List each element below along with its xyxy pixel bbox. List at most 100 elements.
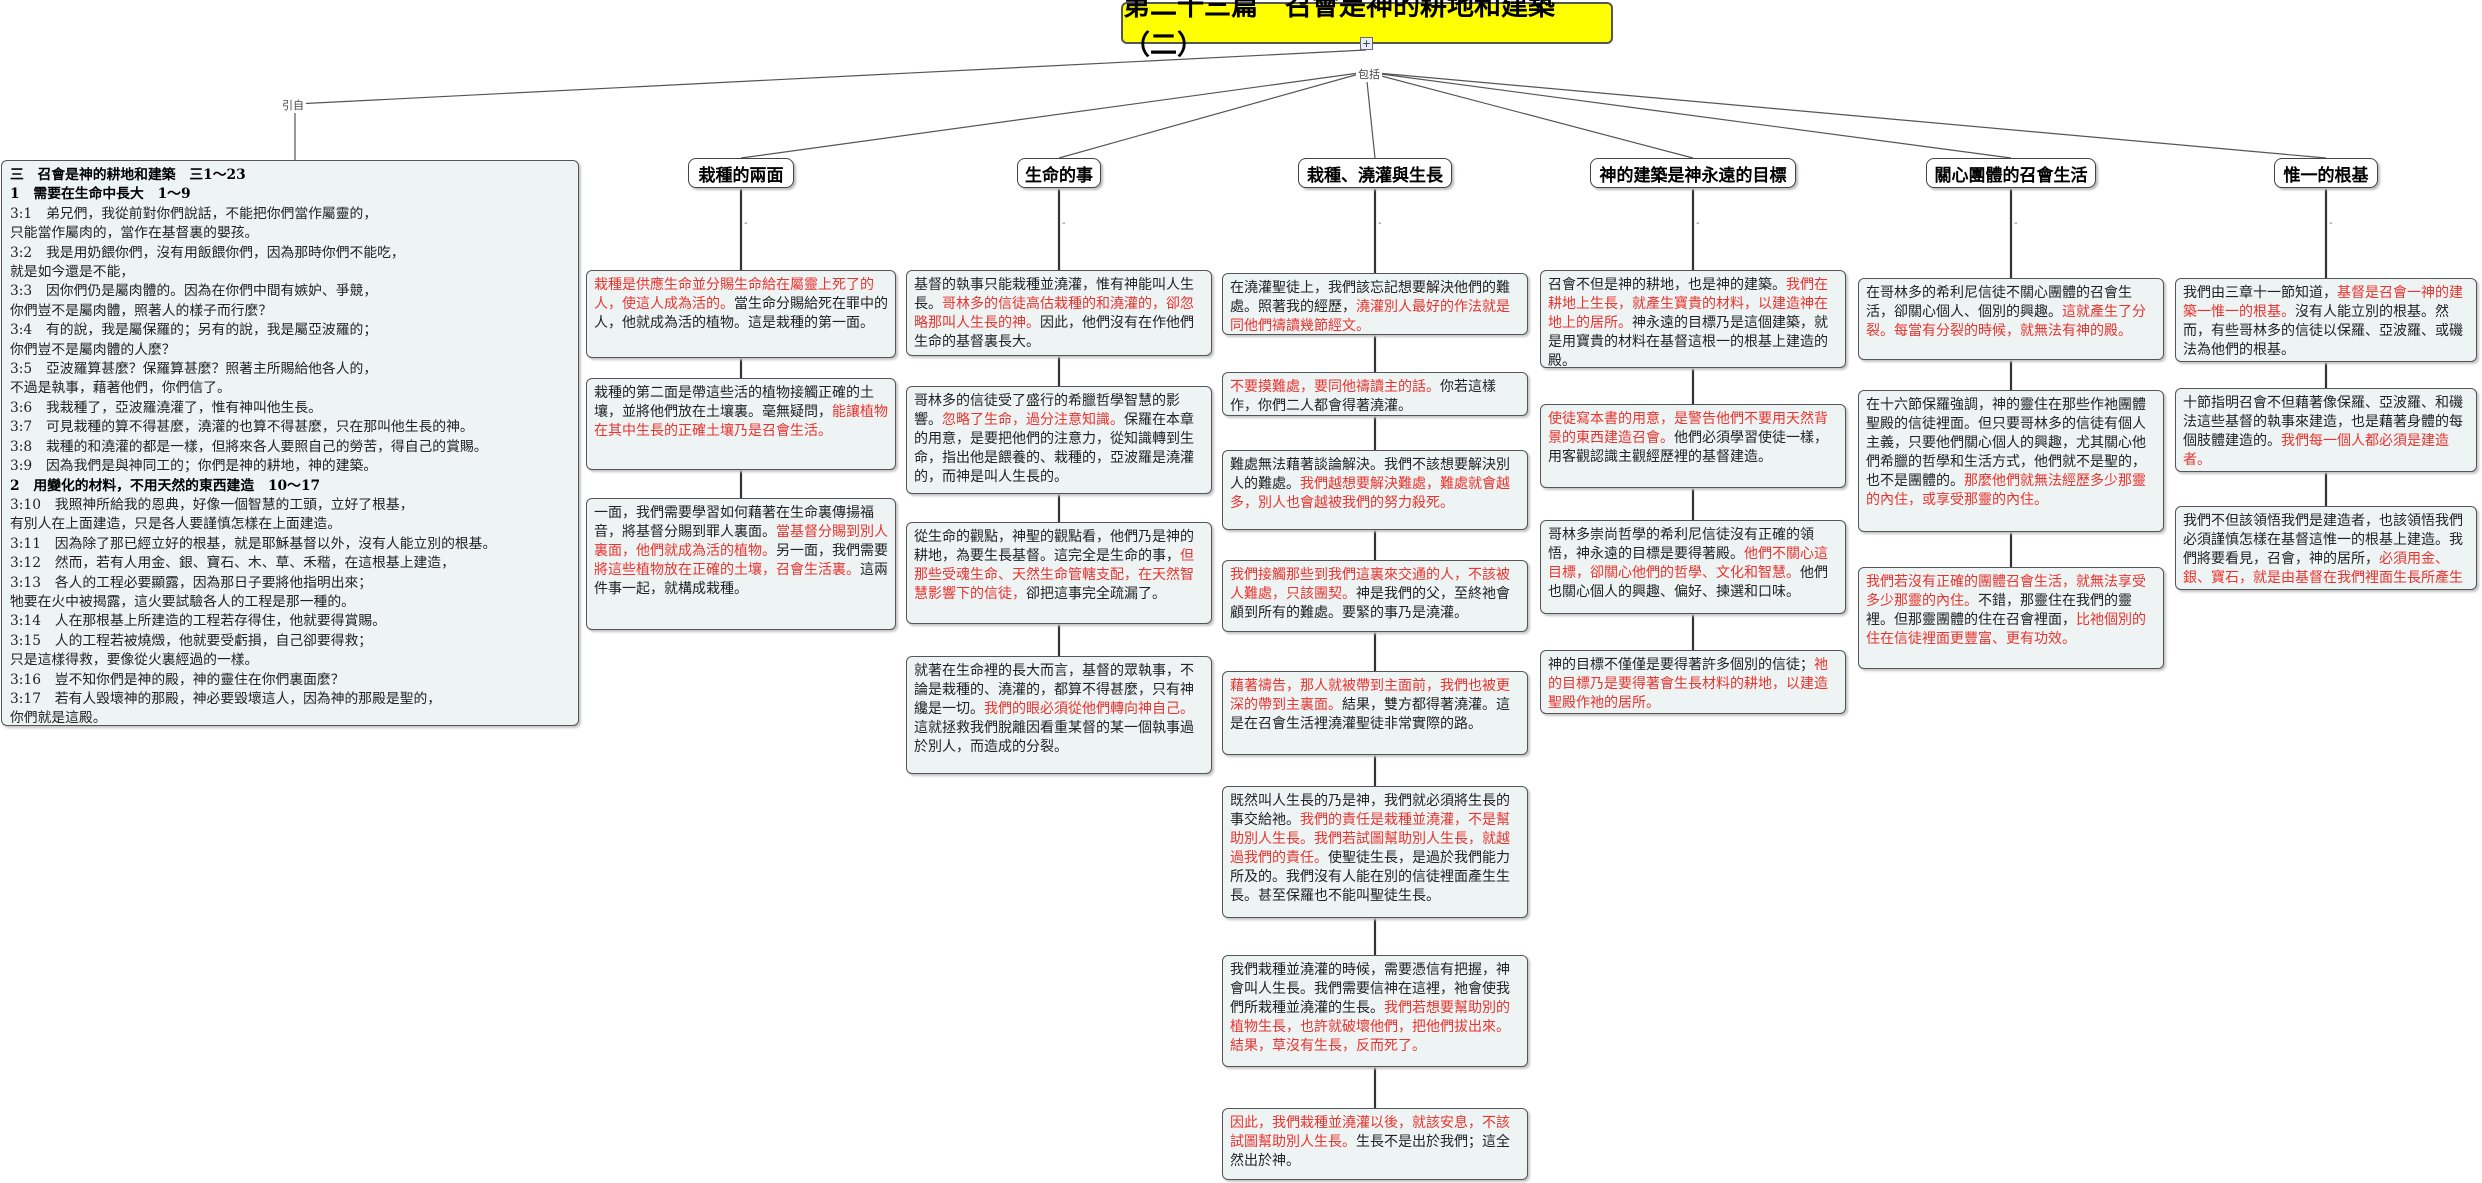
highlight-text: 我們若沒有正確的團體召會生活，就無法享受多少那靈的內住。 bbox=[1866, 574, 2146, 609]
note-card[interactable]: 既然叫人生長的乃是神，我們就必須將生長的事交給祂。我們的責任是栽種並澆灌，不是幫… bbox=[1222, 786, 1528, 918]
scripture-line: 只是這樣得救，要像從火裏經過的一樣。 bbox=[10, 652, 259, 669]
note-card[interactable]: 召會不但是神的耕地，也是神的建築。我們在耕地上生長，就產生寶貴的材料，以建造神在… bbox=[1540, 270, 1846, 368]
connector-line bbox=[1365, 71, 2327, 159]
scripture-line: 3:14 人在那根基上所建造的工程若存得住，他就要得賞賜。 bbox=[10, 613, 386, 630]
note-text: 召會不但是神的耕地，也是神的建築。 bbox=[1548, 277, 1786, 293]
note-text: 結果，雙方都得著澆灌。這是在召會生活裡澆灌聖徒非常實際的路。 bbox=[1230, 697, 1510, 732]
highlight-text: 當基督分賜到別人裏面，他們就成為活的植物。 bbox=[594, 524, 888, 559]
collapse-icon[interactable]: - bbox=[744, 218, 748, 229]
note-text: 既然叫人生長的乃是神，我們就必須將生長的事交給祂。 bbox=[1230, 793, 1510, 828]
highlight-text: 忽略了生命，過分注意知識。 bbox=[942, 412, 1124, 428]
note-card[interactable]: 我們接觸那些到我們這裏來交通的人，不該被人難處，只該團契。神是我們的父，至終祂會… bbox=[1222, 560, 1528, 632]
highlight-text: 這就產生了分裂。每當有分裂的時候，就無法有神的殿。 bbox=[1866, 304, 2146, 339]
note-card[interactable]: 在澆灌聖徒上，我們該忘記想要解決他們的難處。照著我的經歷，澆灌別人最好的作法就是… bbox=[1222, 273, 1528, 335]
note-card[interactable]: 基督的執事只能栽種並澆灌，惟有神能叫人生長。哥林多的信徒高估栽種的和澆灌的，卻忽… bbox=[906, 270, 1212, 356]
connector-line bbox=[1365, 71, 1376, 159]
highlight-text: 澆灌別人最好的作法就是同他們禱讀幾節經文。 bbox=[1230, 299, 1510, 334]
note-card[interactable]: 從生命的觀點，神聖的觀點看，他們乃是神的耕地，為要生長基督。這完全是生命的事，但… bbox=[906, 522, 1212, 624]
scripture-line: 你們就是這殿。 bbox=[10, 710, 107, 726]
highlight-text: 我們的責任是栽種並澆灌，不是幫助別人生長。我們若試圖幫助別人生長，就越過我們的責… bbox=[1230, 812, 1510, 866]
highlight-text: 他們不關心這目標，卻關心他們的哲學、文化和智慧。 bbox=[1548, 546, 1828, 581]
scripture-line: 只能當作屬肉的，當作在基督裏的嬰孩。 bbox=[10, 225, 259, 242]
scripture-line: 3:4 有的說，我是屬保羅的；另有的說，我是屬亞波羅的； bbox=[10, 322, 378, 339]
note-text: 一面，我們需要學習如何藉著在生命裏傳揚福音，將基督分賜到罪人裏面。 bbox=[594, 505, 874, 540]
collapse-icon[interactable]: - bbox=[1062, 218, 1066, 229]
note-text: 就著在生命裡的長大而言，基督的眾執事，不論是栽種的、澆灌的，都算不得甚麼，只有神… bbox=[914, 663, 1194, 717]
note-text: 當生命分賜給死在罪中的人，他就成為活的植物。這是栽種的第一面。 bbox=[594, 296, 888, 331]
note-card[interactable]: 在十六節保羅強調，神的靈住在那些作祂團體聖殿的信徒裡面。但只要哥林多的信徒有個人… bbox=[1858, 390, 2164, 532]
scripture-line: 你們豈不是屬肉體的人麼？ bbox=[10, 341, 176, 358]
note-text: 你若這樣作，你們二人都會得著澆灌。 bbox=[1230, 379, 1496, 414]
scripture-line: 你們豈不是屬肉體，照著人的樣子而行麼？ bbox=[10, 302, 273, 319]
note-card[interactable]: 就著在生命裡的長大而言，基督的眾執事，不論是栽種的、澆灌的，都算不得甚麼，只有神… bbox=[906, 656, 1212, 774]
note-card[interactable]: 在哥林多的希利尼信徒不關心團體的召會生活，卻關心個人、個別的興趣。這就產生了分裂… bbox=[1858, 278, 2164, 360]
scripture-line: 3:7 可見栽種的算不得甚麼，澆灌的也算不得甚麼，只在那叫他生長的神。 bbox=[10, 419, 474, 436]
highlight-text: 哥林多的信徒高估栽種的和澆灌的，卻忽略那叫人生長的神。 bbox=[914, 296, 1194, 331]
collapse-icon[interactable]: - bbox=[2014, 218, 2018, 229]
branch-topic-1[interactable]: 栽種的兩面 bbox=[688, 158, 794, 188]
note-text: 這就拯救我們脫離因看重某督的某一個執事過於別人，而造成的分裂。 bbox=[914, 720, 1194, 755]
note-card[interactable]: 栽種的第二面是帶這些活的植物接觸正確的土壤，並將他們放在土壤裏。毫無疑問，能讓植… bbox=[586, 378, 896, 470]
highlight-text: 基督是召會一神的建築一惟一的根基。 bbox=[2183, 285, 2463, 320]
scripture-line: 3:11 因為除了那已經立好的根基，就是耶穌基督以外，沒有人能立別的根基。 bbox=[10, 535, 497, 552]
note-card[interactable]: 我們由三章十一節知道，基督是召會一神的建築一惟一的根基。沒有人能立別的根基。然而… bbox=[2175, 278, 2477, 362]
highlight-text: 那麼他們就無法經歷多少那靈的內住，或享受那靈的內住。 bbox=[1866, 473, 2146, 508]
note-card[interactable]: 栽種是供應生命並分賜生命給在屬靈上死了的人，使這人成為活的。當生命分賜給死在罪中… bbox=[586, 270, 896, 358]
note-card[interactable]: 我們若沒有正確的團體召會生活，就無法享受多少那靈的內住。不錯，那靈住在我們的靈裡… bbox=[1858, 567, 2164, 669]
note-card[interactable]: 難處無法藉著談論解決。我們不該想要解決別人的難處。我們越想要解決難處，難處就會越… bbox=[1222, 450, 1528, 530]
highlight-text: 祂的目標乃是要得著會生長材料的耕地，以建造聖殿作祂的居所。 bbox=[1548, 657, 1828, 711]
note-card[interactable]: 哥林多崇尚哲學的希利尼信徒沒有正確的領悟，神永遠的目標是要得著殿。他們不關心這目… bbox=[1540, 520, 1846, 614]
scripture-heading: 三 召會是神的耕地和建築 三1～23 bbox=[10, 167, 246, 183]
highlight-text: 我們接觸那些到我們這裏來交通的人，不該被人難處，只該團契。 bbox=[1230, 567, 1510, 602]
highlight-text: 將這些植物放在正確的土壤，召會生活裏。 bbox=[594, 562, 860, 578]
note-card[interactable]: 一面，我們需要學習如何藉著在生命裏傳揚福音，將基督分賜到罪人裏面。當基督分賜到別… bbox=[586, 498, 896, 630]
note-text: 哥林多崇尚哲學的希利尼信徒沒有正確的領悟，神永遠的目標是要得著殿。 bbox=[1548, 527, 1814, 562]
branch-topic-4[interactable]: 神的建築是神永遠的目標 bbox=[1590, 158, 1796, 188]
note-text: 栽種的第二面是帶這些活的植物接觸正確的土壤，並將他們放在土壤裏。毫無疑問， bbox=[594, 385, 874, 420]
scripture-line: 3:13 各人的工程必要顯露，因為那日子要將他指明出來； bbox=[10, 574, 373, 591]
link-label-includes: 包括 bbox=[1356, 66, 1382, 82]
highlight-text: 我們每一個人都必須是建造者。 bbox=[2183, 433, 2449, 468]
collapse-icon[interactable]: - bbox=[1378, 218, 1382, 229]
highlight-text: 我們越想要解決難處，難處就會越多，別人也會越被我們的努力殺死。 bbox=[1230, 476, 1510, 511]
highlight-text: 不要摸難處，要同他禱讀主的話。 bbox=[1230, 379, 1440, 395]
note-card[interactable]: 因此，我們栽種並澆灌以後，就該安息，不該試圖幫助別人生長。生長不是出於我們；這全… bbox=[1222, 1108, 1528, 1180]
scripture-line: 3:3 因你們仍是屬肉體的。因為在你們中間有嫉妒、爭競， bbox=[10, 283, 378, 300]
note-card[interactable]: 神的目標不僅僅是要得著許多個別的信徒；祂的目標乃是要得著會生長材料的耕地，以建造… bbox=[1540, 650, 1846, 714]
connector-line bbox=[740, 71, 1367, 159]
plus-square-icon[interactable]: + bbox=[1360, 37, 1373, 50]
scripture-heading: 2 用變化的材料，不用天然的東西建造 10～17 bbox=[10, 477, 321, 494]
note-text: 哥林多的信徒受了盛行的希臘哲學智慧的影響。 bbox=[914, 393, 1180, 428]
scripture-line: 3:1 弟兄們，我從前對你們說話，不能把你們當作屬靈的， bbox=[10, 205, 378, 222]
note-text: 十節指明召會不但藉著像保羅、亞波羅、和磯法這些基督的執事來建造，也是藉著身體的每… bbox=[2183, 395, 2463, 449]
note-card[interactable]: 使徒寫本書的用意，是警告他們不要用天然背景的東西建造召會。他們必須學習使徒一樣，… bbox=[1540, 404, 1846, 488]
highlight-text: 能讓植物在其中生長的正確土壤乃是召會生活。 bbox=[594, 404, 888, 439]
note-card[interactable]: 十節指明召會不但藉著像保羅、亞波羅、和磯法這些基督的執事來建造，也是藉著身體的每… bbox=[2175, 388, 2477, 472]
note-text: 使聖徒生長，是過於我們能力所及的。我們沒有人能在別的信徒裡面產生生長。甚至保羅也… bbox=[1230, 850, 1510, 904]
collapse-icon[interactable]: - bbox=[1696, 218, 1700, 229]
connector-line bbox=[1058, 71, 1367, 159]
branch-topic-2[interactable]: 生命的事 bbox=[1017, 158, 1101, 188]
branch-topic-3[interactable]: 栽種、澆灌與生長 bbox=[1298, 158, 1452, 188]
branch-topic-5[interactable]: 關心團體的召會生活 bbox=[1926, 158, 2096, 188]
scripture-line: 3:15 人的工程若被燒燬，他就要受虧損，自己卻要得救； bbox=[10, 632, 373, 649]
scripture-line: 3:12 然而，若有人用金、銀、寶石、木、草、禾稭，在這根基上建造， bbox=[10, 555, 455, 572]
note-card[interactable]: 不要摸難處，要同他禱讀主的話。你若這樣作，你們二人都會得著澆灌。 bbox=[1222, 372, 1528, 416]
note-text: 保羅在本章的用意，是要把他們的注意力，從知識轉到生命，指出他是餵養的、栽種的，亞… bbox=[914, 412, 1194, 485]
scripture-line: 有別人在上面建造，只是各人要謹慎怎樣在上面建造。 bbox=[10, 516, 342, 533]
note-text: 在十六節保羅強調，神的靈住在那些作祂團體聖殿的信徒裡面。但只要哥林多的信徒有個人… bbox=[1866, 397, 2146, 489]
note-card[interactable]: 哥林多的信徒受了盛行的希臘哲學智慧的影響。忽略了生命，過分注意知識。保羅在本章的… bbox=[906, 386, 1212, 494]
note-text: 從生命的觀點，神聖的觀點看，他們乃是神的耕地，為要生長基督。這完全是生命的事， bbox=[914, 529, 1194, 564]
collapse-icon[interactable]: - bbox=[2329, 218, 2333, 229]
note-card[interactable]: 我們不但該領悟我們是建造者，也該領悟我們必須謹慎怎樣在基督這惟一的根基上建造。我… bbox=[2175, 506, 2477, 590]
note-text: 他們必須學習使徒一樣，用客觀認識主觀經歷裡的基督建造。 bbox=[1548, 430, 1828, 465]
branch-topic-6[interactable]: 惟一的根基 bbox=[2274, 158, 2378, 188]
note-card[interactable]: 我們栽種並澆灌的時候，需要憑信有把握，神會叫人生長。我們需要信神在這裡，祂會使我… bbox=[1222, 955, 1528, 1067]
connector-line bbox=[1365, 71, 2012, 159]
note-card[interactable]: 藉著禱告，那人就被帶到主面前，我們也被更深的帶到主裏面。結果，雙方都得著澆灌。這… bbox=[1222, 671, 1528, 755]
note-text: 他們也關心個人的興趣、偏好、揀選和口味。 bbox=[1548, 565, 1828, 600]
note-text: 沒有人能立別的根基。然而，有些哥林多的信徒以保羅、亞波羅、或磯法為他們的根基。 bbox=[2183, 304, 2463, 358]
note-text: 我們由三章十一節知道， bbox=[2183, 285, 2337, 301]
scripture-line: 3:16 豈不知你們是神的殿，神的靈住在你們裏面麼？ bbox=[10, 671, 345, 688]
